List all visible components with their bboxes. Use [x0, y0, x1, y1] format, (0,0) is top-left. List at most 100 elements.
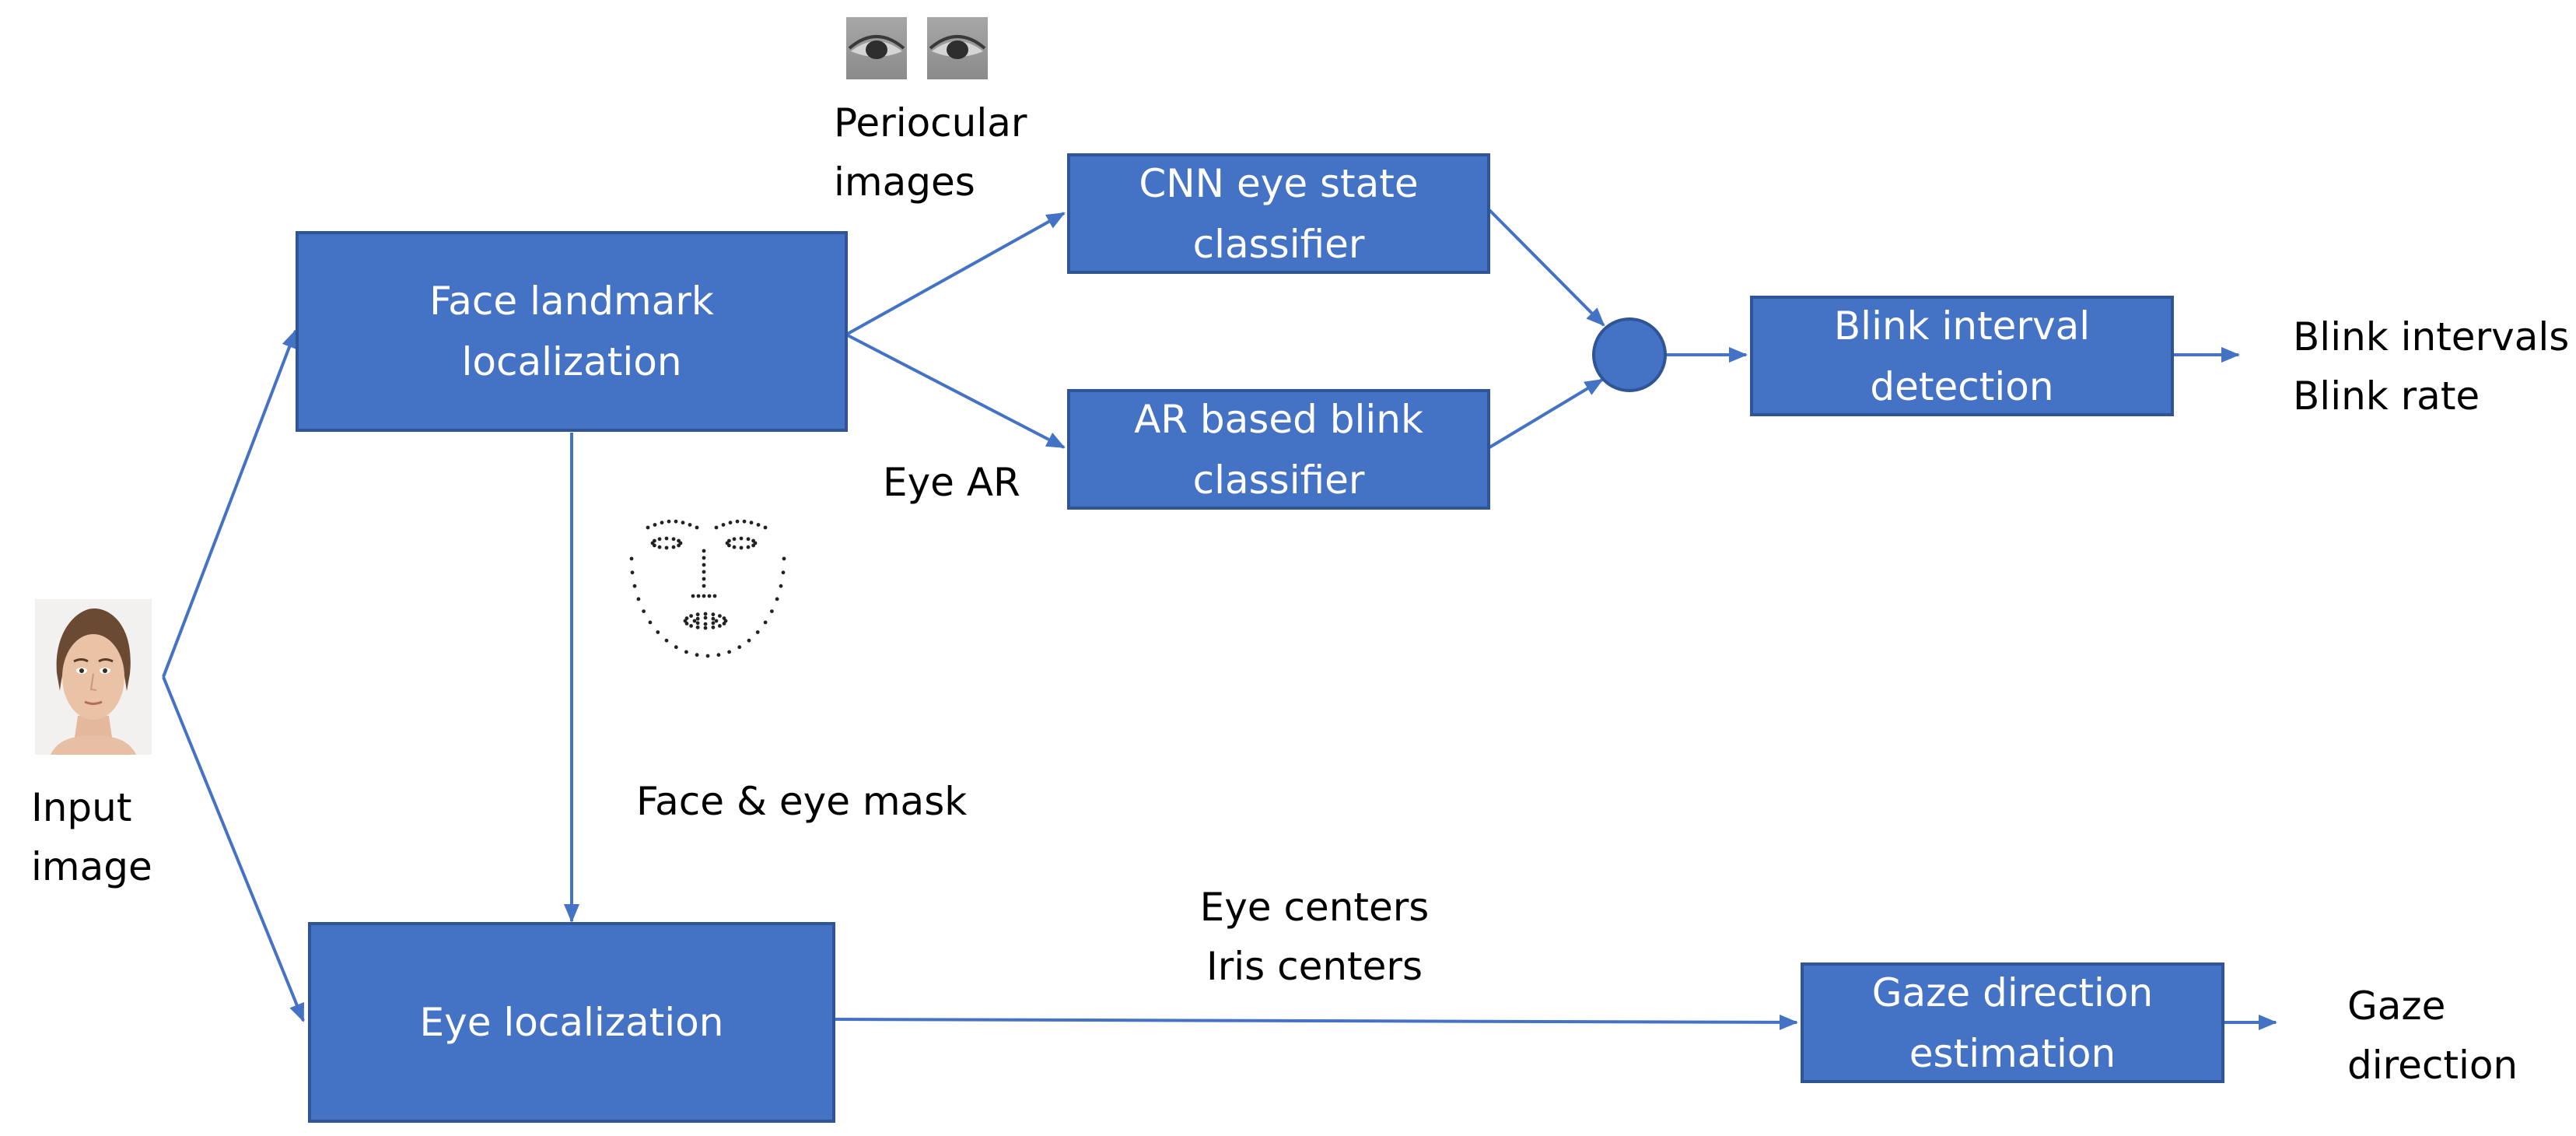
landmark-dot — [722, 616, 726, 620]
eye-localization-box: Eye localization — [308, 922, 835, 1123]
ar-classifier-label: AR based blink classifier — [1134, 396, 1423, 503]
landmark-dot — [703, 615, 708, 620]
landmark-dot — [728, 521, 733, 525]
landmark-dot — [703, 626, 708, 630]
landmark-dot — [702, 584, 706, 588]
landmark-dot — [756, 523, 761, 527]
landmark-dot — [779, 584, 783, 588]
landmark-dot — [695, 612, 700, 617]
arrow-face-landmark-to-cnn — [845, 212, 1066, 336]
face-photo-icon — [35, 599, 152, 755]
landmark-dot — [718, 624, 722, 628]
eye-ar-label: Eye AR — [883, 460, 1020, 505]
landmark-dot — [646, 525, 650, 530]
landmark-dot — [702, 594, 706, 598]
arrow-eye-localization-to-gaze — [833, 1014, 1798, 1030]
landmark-dot — [653, 538, 656, 543]
landmark-dot — [692, 619, 697, 623]
landmark-dot — [695, 653, 699, 657]
landmark-dot — [630, 570, 635, 575]
landmark-dot — [727, 650, 731, 654]
landmark-dot — [703, 612, 708, 616]
landmark-dot — [746, 537, 751, 542]
landmark-dot — [703, 622, 708, 626]
landmark-dot — [707, 594, 712, 598]
landmark-dot — [636, 597, 641, 601]
landmark-dot — [763, 525, 768, 530]
landmark-dot — [696, 594, 701, 598]
landmark-dot — [711, 625, 716, 629]
landmark-dot — [775, 597, 779, 601]
landmark-dot — [742, 519, 747, 524]
landmark-dot — [712, 594, 717, 598]
face-landmark-localization-box: Face landmark localization — [296, 231, 848, 432]
cnn-classifier-label: CNN eye state classifier — [1139, 160, 1419, 267]
landmark-dot — [677, 538, 681, 543]
landmark-dot — [674, 519, 678, 524]
landmark-dot — [763, 620, 768, 625]
landmark-dot — [664, 638, 669, 643]
landmark-dot — [739, 536, 744, 541]
landmark-dot — [714, 619, 719, 623]
landmark-dot — [702, 556, 706, 560]
blink-outputs-label: Blink intervals Blink rate — [2293, 314, 2570, 419]
landmark-dot — [732, 537, 737, 542]
arrow-input-to-eye-localization — [162, 676, 305, 1022]
landmark-dot — [702, 570, 706, 574]
landmark-dot — [684, 616, 689, 620]
landmark-dot — [739, 545, 744, 550]
landmark-dot — [705, 654, 710, 658]
eye-localization-label: Eye localization — [419, 1000, 724, 1045]
landmark-dot — [691, 594, 695, 598]
gaze-direction-output-label: Gaze direction — [2347, 983, 2518, 1088]
gaze-direction-estimation-box: Gaze direction estimation — [1801, 962, 2224, 1083]
landmark-dot — [664, 536, 669, 541]
landmark-dot — [735, 519, 740, 524]
landmark-dot — [702, 563, 706, 567]
landmark-dot — [781, 570, 786, 575]
input-image-label: Input image — [31, 785, 152, 889]
landmark-dot — [656, 630, 660, 634]
blink-interval-detection-box: Blink interval detection — [1750, 296, 2174, 416]
landmark-dot — [737, 645, 742, 650]
landmark-dot — [716, 653, 721, 657]
landmark-dot — [660, 521, 664, 525]
landmark-dot — [689, 624, 693, 628]
landmark-dot — [770, 609, 774, 613]
landmark-dot — [632, 584, 637, 588]
arrow-input-to-face-landmark — [162, 329, 297, 678]
landmark-dot — [667, 519, 671, 524]
ar-blink-classifier-box: AR based blink classifier — [1067, 389, 1490, 510]
face-landmark-label: Face landmark localization — [429, 279, 714, 384]
landmark-dot — [695, 616, 700, 621]
eye-iris-centers-label: Eye centers Iris centers — [1199, 885, 1430, 989]
landmark-dot — [721, 523, 726, 527]
landmark-dot — [718, 614, 722, 618]
fusion-circle-icon — [1592, 317, 1667, 392]
arrow-face-landmark-to-ar — [845, 333, 1066, 449]
landmark-dot — [727, 538, 731, 543]
landmark-dot — [695, 625, 700, 629]
landmark-dot — [684, 650, 688, 654]
landmark-dot — [711, 616, 716, 621]
blink-detection-label: Blink interval detection — [1833, 303, 2091, 409]
landmark-dot — [751, 538, 755, 543]
landmark-dot — [711, 612, 716, 617]
landmark-dot — [657, 545, 662, 549]
face-eye-mask-label: Face & eye mask — [636, 779, 968, 824]
arrow-ar-to-fusion — [1488, 378, 1604, 449]
landmark-dot — [629, 556, 634, 561]
landmark-dot — [732, 545, 737, 549]
landmark-dot — [722, 622, 726, 626]
landmark-dot — [702, 577, 706, 581]
landmark-dot — [695, 525, 699, 530]
landmark-dot — [642, 609, 646, 613]
landmark-dot — [782, 556, 786, 561]
face-landmarks-icon — [629, 519, 786, 658]
landmark-dot — [671, 545, 676, 549]
landmark-dot — [747, 638, 751, 643]
landmark-dot — [711, 621, 716, 626]
landmark-dot — [689, 614, 693, 618]
landmark-dot — [677, 543, 681, 548]
